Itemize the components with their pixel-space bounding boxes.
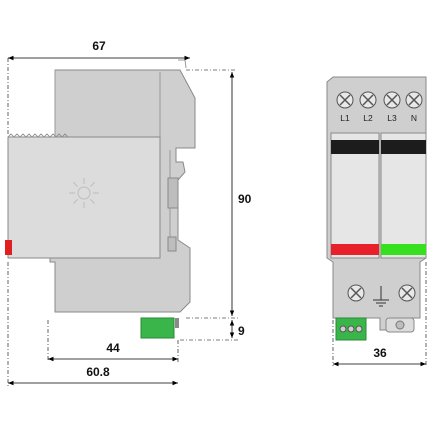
side-module-serration xyxy=(7,133,69,138)
side-clip-lower xyxy=(167,236,177,252)
sun-logo-icon xyxy=(69,178,99,208)
side-module xyxy=(7,136,161,259)
indicator-green xyxy=(381,244,426,255)
terminal-label-l2: L2 xyxy=(363,113,373,123)
dim-label-90: 90 xyxy=(238,192,252,206)
terminal-screw-icon xyxy=(347,284,365,302)
terminal-screw-icon xyxy=(336,91,354,109)
terminal-label-l1: L1 xyxy=(340,113,350,123)
dim-label-36: 36 xyxy=(373,346,387,360)
terminal-screw-icon xyxy=(405,91,423,109)
terminal-screw-icon xyxy=(359,91,377,109)
dim-label-9: 9 xyxy=(238,324,245,338)
dim-label-60-8: 60.8 xyxy=(86,365,110,379)
terminal-label-l3: L3 xyxy=(387,113,397,123)
front-green-connector xyxy=(335,317,367,341)
side-view: 67 90 9 44 60.8 xyxy=(5,39,252,386)
terminal-screw-icon xyxy=(398,284,416,302)
side-green-connector xyxy=(140,317,175,339)
module-right-band xyxy=(381,140,426,154)
bottom-terminal-row xyxy=(347,284,416,307)
side-red-marker xyxy=(5,240,12,255)
dim-label-44: 44 xyxy=(106,341,120,355)
din-clip xyxy=(385,317,415,333)
module-left-band xyxy=(331,140,379,154)
side-connector-pin xyxy=(175,318,179,328)
terminal-screw-icon xyxy=(383,91,401,109)
dim-label-67: 67 xyxy=(92,39,106,53)
ground-symbol-icon xyxy=(373,286,389,307)
side-clip xyxy=(167,177,179,209)
top-terminal-row: L1 L2 L3 N xyxy=(336,91,423,123)
terminal-label-n: N xyxy=(411,113,417,123)
side-hook-top xyxy=(178,59,187,69)
indicator-red xyxy=(331,244,379,255)
front-view: L1 L2 L3 N xyxy=(326,76,427,367)
